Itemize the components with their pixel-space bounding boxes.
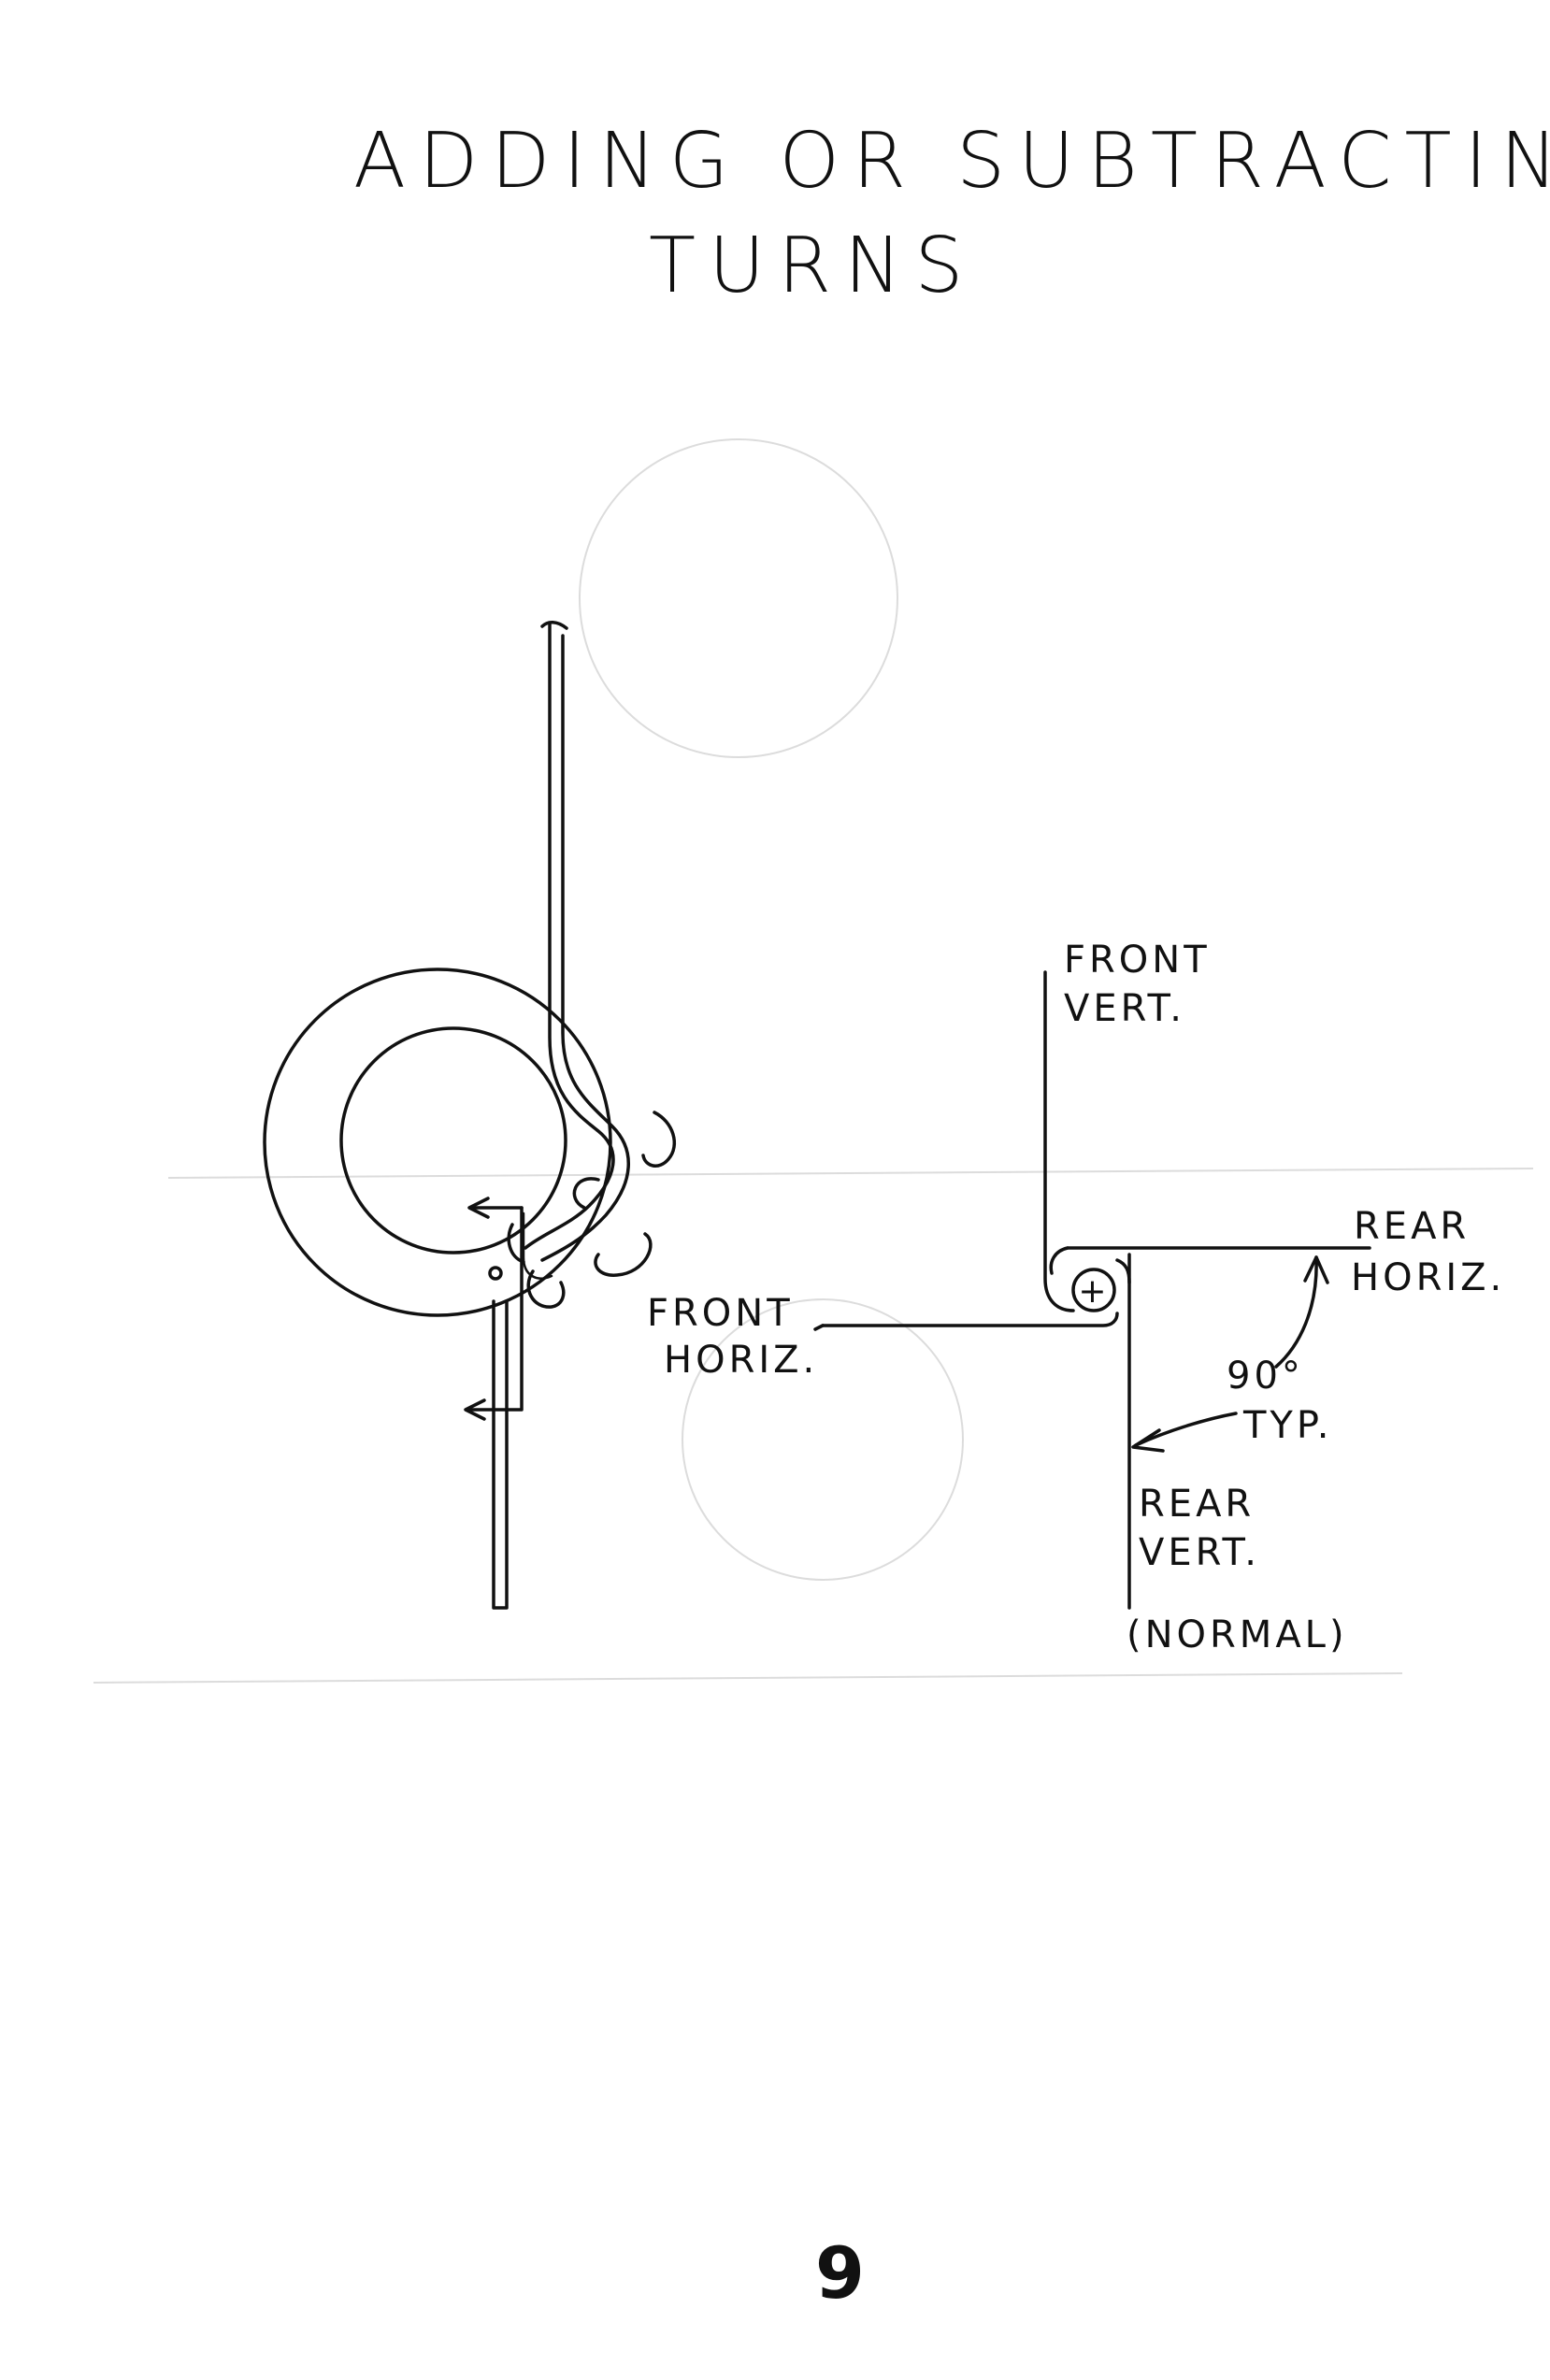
label-front-vert-2: VERT. — [1064, 987, 1185, 1030]
pulley-icon: + — [1071, 1268, 1116, 1312]
rope-loop-3 — [594, 1232, 653, 1277]
label-rear-vert-3: (NORMAL) — [1127, 1613, 1348, 1656]
title-line-2: TURNS — [649, 222, 976, 310]
rope-loop-2 — [572, 1177, 600, 1210]
rope-loop-4 — [526, 1269, 566, 1309]
label-front-vert-1: FRONT — [1064, 939, 1211, 982]
label-rear-vert-1: REAR — [1139, 1483, 1255, 1526]
rope-strand-a — [524, 623, 615, 1250]
ring-hole-icon — [488, 1266, 503, 1281]
title-line-1: ADDING OR SUBTRACTING — [353, 117, 1550, 206]
ring-inner-icon — [339, 1026, 567, 1255]
rope-cross — [522, 1212, 553, 1280]
label-front-horiz-1: FRONT — [647, 1292, 794, 1335]
rope-bottom — [492, 1299, 509, 1610]
label-angle-1: 90° — [1227, 1355, 1304, 1398]
rope-end-top — [540, 621, 568, 630]
diagram-labels: FRONT VERT. REAR HORIZ. FRONT HORIZ. 90°… — [647, 939, 1505, 1656]
rear-horizontal-curve — [1049, 1246, 1069, 1275]
rope-strand-b — [540, 634, 631, 1262]
front-horizontal-tick — [813, 1324, 825, 1331]
label-rear-horiz-2: HORIZ. — [1351, 1256, 1505, 1299]
angle-arrow-upper — [1303, 1255, 1329, 1284]
page-number: 9 — [815, 2231, 865, 2315]
label-angle-2: TYP. — [1242, 1404, 1332, 1447]
angle-arc-lower — [1134, 1412, 1238, 1447]
angle-arrow-lower — [1131, 1428, 1165, 1453]
front-vertical-line — [1043, 970, 1075, 1312]
pulley-figure: + — [813, 970, 1371, 1610]
label-rear-horiz-1: REAR — [1354, 1205, 1470, 1248]
front-horizontal-line — [821, 1312, 1119, 1327]
page-title: ADDING OR SUBTRACTING TURNS — [353, 117, 1550, 310]
ring-outer-icon — [263, 968, 612, 1317]
angle-arc-upper — [1274, 1255, 1318, 1369]
ring-figure — [263, 621, 677, 1610]
bleed-through-marks — [93, 438, 1534, 1684]
arrow-icon — [464, 1197, 524, 1421]
rope-loop-1 — [641, 1111, 677, 1168]
pulley-plus: + — [1078, 1272, 1109, 1311]
rear-vertical-curve — [1115, 1258, 1131, 1284]
label-rear-vert-2: VERT. — [1139, 1531, 1260, 1574]
label-front-horiz-2: HORIZ. — [664, 1339, 818, 1382]
